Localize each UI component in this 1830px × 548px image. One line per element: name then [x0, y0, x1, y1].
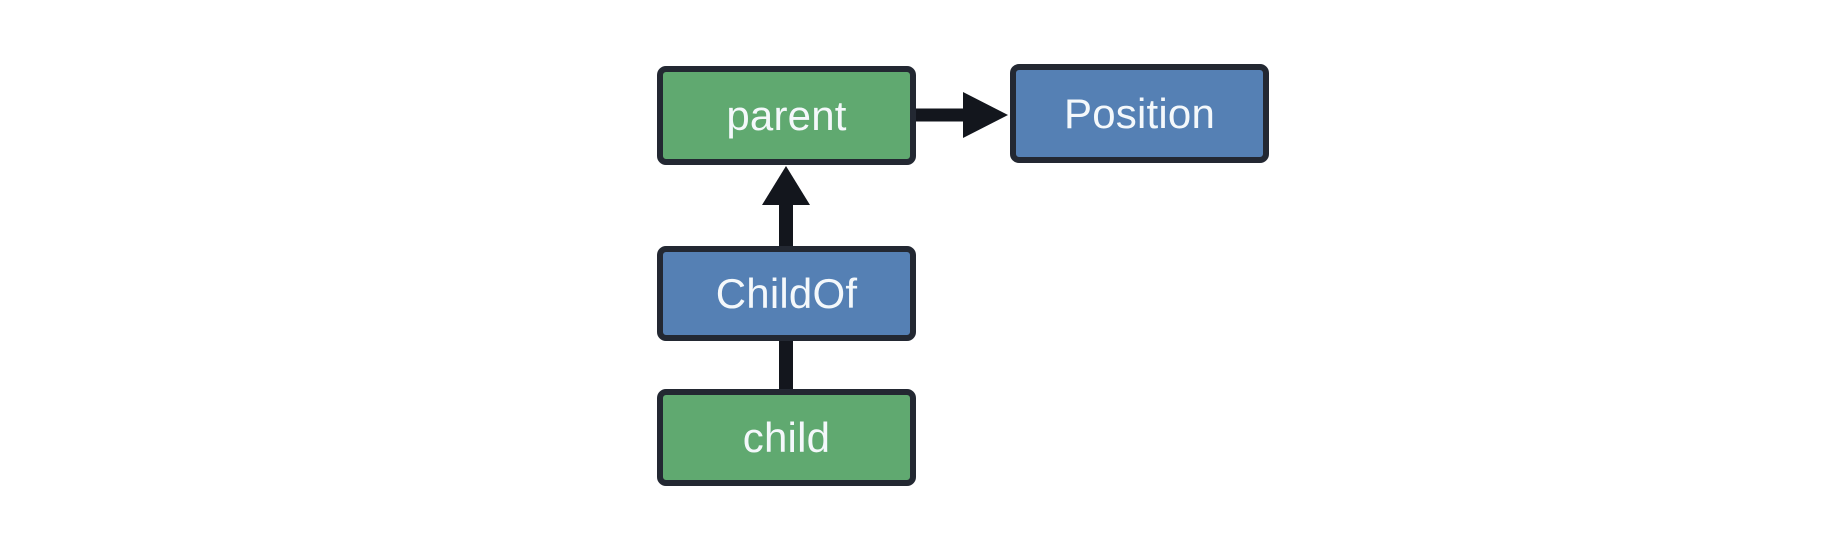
node-position-label: Position	[1063, 89, 1216, 137]
node-child-label: child	[742, 413, 831, 461]
node-child[interactable]: child	[657, 389, 916, 486]
edge-childof-to-parent-arrowhead	[762, 166, 810, 205]
node-position[interactable]: Position	[1010, 64, 1269, 163]
edge-parent-to-position-arrowhead	[963, 92, 1008, 138]
node-childof[interactable]: ChildOf	[657, 246, 916, 341]
edge-childof-to-parent	[762, 166, 810, 246]
node-parent[interactable]: parent	[657, 66, 916, 165]
node-parent-label: parent	[726, 91, 847, 139]
node-childof-label: ChildOf	[715, 269, 858, 317]
edge-parent-to-position	[916, 92, 1008, 138]
